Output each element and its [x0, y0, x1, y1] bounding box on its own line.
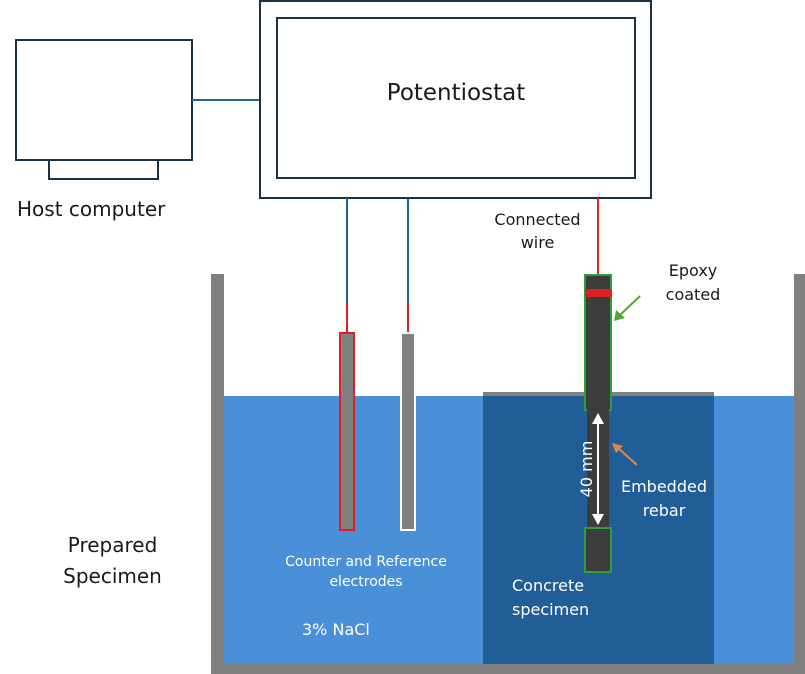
reference-electrode: [400, 332, 416, 531]
dimension-arrow-up-icon: [592, 413, 604, 424]
potentiostat-inner-frame: [276, 17, 636, 179]
host-computer-label: Host computer: [17, 197, 166, 221]
epoxy-pointer-arrow-icon: [614, 310, 625, 321]
counter-electrode: [339, 332, 355, 531]
potentiostat-label: Potentiostat: [386, 80, 526, 106]
host-computer-stand: [48, 159, 159, 180]
epoxy-pointer-line: [619, 295, 641, 316]
electrodes-label-line2: electrodes: [329, 574, 403, 590]
dimension-arrow-down-icon: [592, 514, 604, 525]
tank-right-wall: [794, 274, 805, 672]
prepared-specimen-label-line1: Prepared: [67, 533, 158, 557]
concrete-specimen-label-line1: Concrete: [512, 576, 585, 595]
rebar-pointer-line: [617, 447, 638, 466]
electrodes-label-line1: Counter and Reference: [285, 554, 447, 570]
host-computer-monitor: [15, 39, 193, 161]
rebar-pointer-arrow-icon: [612, 443, 623, 453]
tank-floor: [211, 664, 805, 674]
embedded-rebar-label-line2: rebar: [642, 501, 686, 520]
prepared-specimen-label-line2: Specimen: [63, 564, 162, 588]
epoxy-label-line1: Epoxy: [668, 261, 718, 280]
connected-wire-label-line2: wire: [520, 233, 555, 252]
connected-wire-label-line1: Connected: [494, 210, 581, 229]
dimension-label: 40 mm: [577, 440, 596, 498]
nacl-solution-label: 3% NaCl: [302, 620, 370, 639]
epoxy-label-line2: coated: [665, 285, 721, 304]
rebar-epoxy-coating-bottom: [584, 527, 612, 573]
concrete-specimen-label-line2: specimen: [512, 600, 590, 619]
tank-left-wall: [211, 274, 224, 672]
embedded-rebar-label-line1: Embedded: [620, 477, 707, 496]
rebar-wire-connector: [585, 289, 612, 297]
